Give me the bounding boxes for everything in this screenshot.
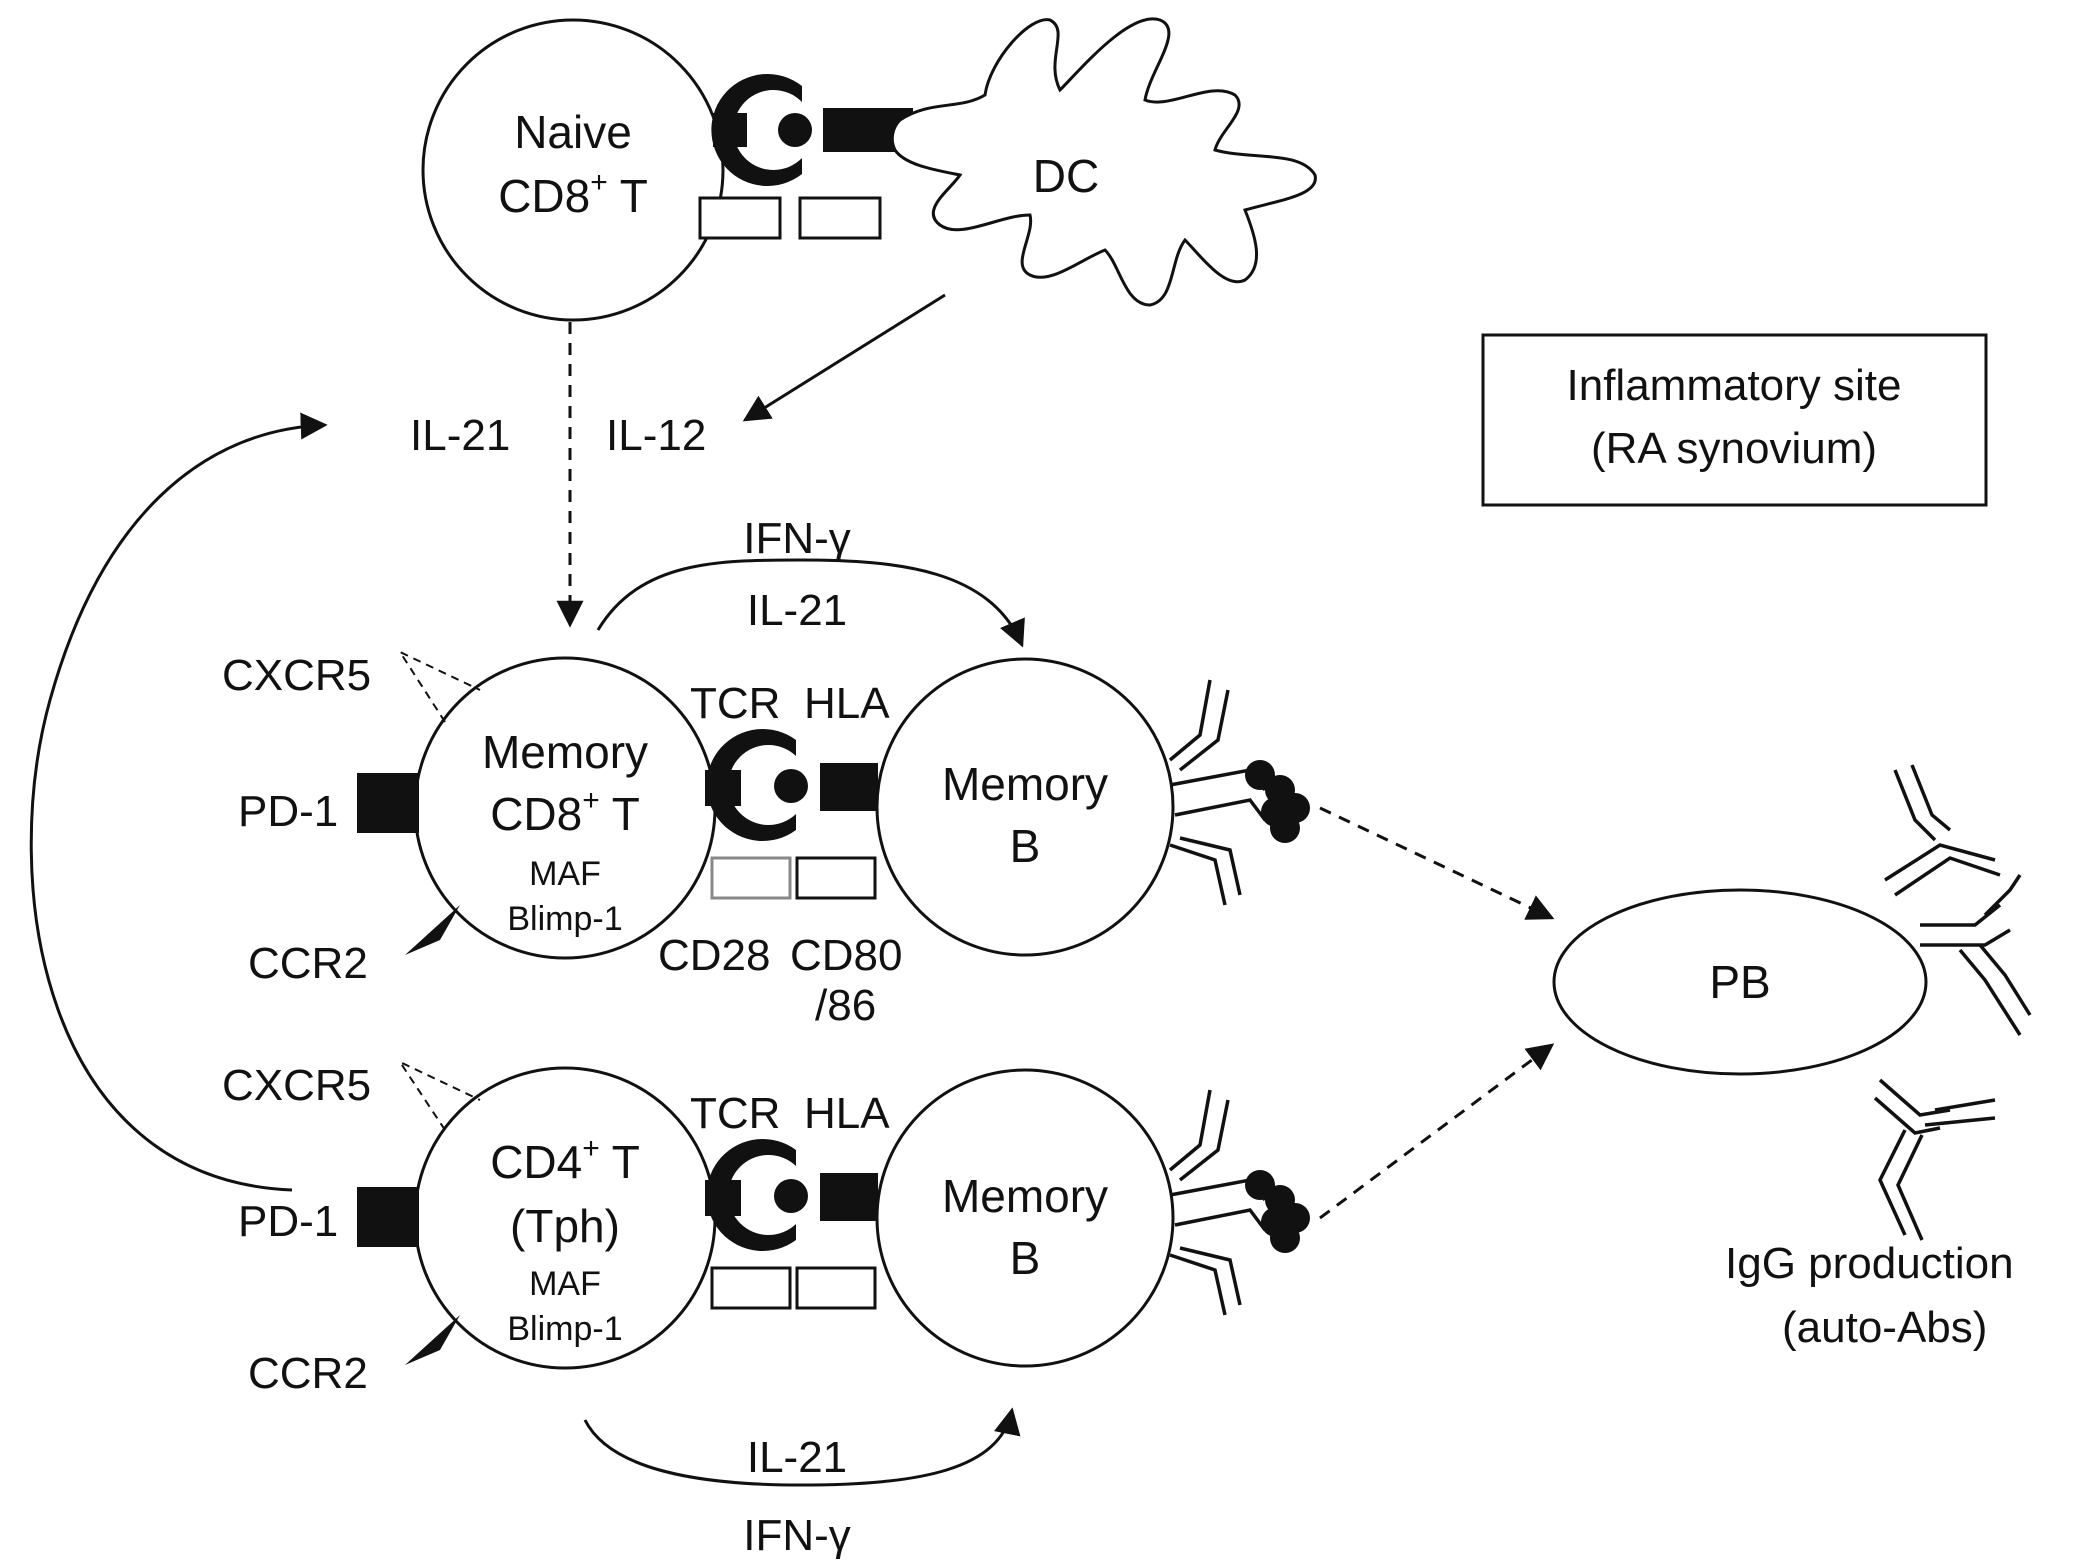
memory-b-bottom-line1: Memory <box>942 1170 1108 1222</box>
memory-cd8-line1: Memory <box>482 726 648 778</box>
ccr2-bottom-label: CCR2 <box>248 1349 368 1398</box>
tcr-bottom-label: TCR <box>690 1089 780 1138</box>
memory-cd8-line2: CD8+ T <box>490 784 640 840</box>
dendritic-cell: DC <box>890 17 1317 307</box>
b-top-to-pb-arrow <box>1319 806 1555 920</box>
hla-top-label: HLA <box>804 679 890 728</box>
pb-label: PB <box>1709 956 1770 1008</box>
naive-cd8-t-cell: Naive CD8+ T <box>421 18 725 322</box>
cd4-tph-cell: CD4+ T (Tph) MAF Blimp-1 <box>413 1066 717 1370</box>
memory-b-cell-bottom: Memory B <box>875 1068 1175 1368</box>
top-cytokine-arc <box>596 558 1025 648</box>
ccr2-top-label: CCR2 <box>248 939 368 988</box>
memory-b-cell-top: Memory B <box>875 657 1175 957</box>
cd4-tph-line2: (Tph) <box>510 1200 620 1252</box>
cd80-top-bar <box>795 856 877 900</box>
memory-cd8-blimp1: Blimp-1 <box>507 900 622 938</box>
tph-feedback-arrow <box>29 412 328 1192</box>
il21-bottom-label: IL-21 <box>747 1433 847 1482</box>
pd1-top-bar <box>357 773 419 833</box>
hla-bottom-label: HLA <box>804 1089 890 1138</box>
cd80-label-line2: /86 <box>815 981 876 1030</box>
cxcr5-top-label: CXCR5 <box>222 651 371 700</box>
b-bottom-to-pb-arrow <box>1319 1043 1555 1220</box>
cxcr5-bottom-marker <box>397 1059 481 1131</box>
bcr-antigen-bottom <box>1168 1089 1310 1316</box>
naive-t-label-line1: Naive <box>514 106 632 158</box>
site-label-line2: (RA synovium) <box>1591 424 1877 473</box>
tcr-top-label: TCR <box>690 679 780 728</box>
bcr-antigen-top <box>1168 679 1310 906</box>
il21-mid-label: IL-21 <box>747 586 847 635</box>
cd28-label: CD28 <box>658 931 771 980</box>
memory-b-top-line1: Memory <box>942 758 1108 810</box>
cd4-tph-line1: CD4+ T <box>490 1132 640 1188</box>
memory-cd8-t-cell: Memory CD8+ T MAF Blimp-1 <box>413 656 717 960</box>
memory-cd8-maf: MAF <box>529 855 601 893</box>
cd28-bottom-bar <box>710 1266 792 1310</box>
output-label-line1: IgG production <box>1725 1239 2014 1288</box>
tcr-hla-synapse-top <box>705 729 878 842</box>
cd4-tph-blimp1: Blimp-1 <box>507 1310 622 1348</box>
ifng-top-label: IFN-γ <box>743 514 851 563</box>
pd1-bottom-bar <box>357 1187 419 1247</box>
dc-il12-arrow <box>742 293 946 422</box>
pd1-bottom-label: PD-1 <box>238 1197 338 1246</box>
naive-tcr-receptor <box>711 74 812 186</box>
memory-b-bottom-line2: B <box>1010 1232 1041 1284</box>
plasmablast-cell: PB <box>1552 888 1928 1076</box>
cxcr5-top-marker <box>397 649 481 723</box>
bottom-cytokine-arc <box>583 1407 1021 1487</box>
dc-label: DC <box>1033 150 1099 202</box>
inflammatory-site-box: Inflammatory site (RA synovium) <box>1481 333 1988 507</box>
secreted-antibodies <box>1873 764 2032 1241</box>
naive-cd28-bar <box>698 196 782 240</box>
cd80-bottom-bar <box>795 1266 877 1310</box>
ccr2-bottom-triangle <box>405 1315 460 1365</box>
il12-label: IL-12 <box>606 411 706 460</box>
cd80-label-line1: CD80 <box>790 931 903 980</box>
ccr2-top-triangle <box>405 905 460 955</box>
cxcr5-bottom-label: CXCR5 <box>222 1061 371 1110</box>
il21-top-label: IL-21 <box>410 411 510 460</box>
tcr-hla-synapse-bottom <box>705 1139 878 1252</box>
naive-t-label-line2: CD8+ T <box>498 166 648 222</box>
ifng-bottom-label: IFN-γ <box>743 1511 851 1560</box>
dc-cd80-bar <box>798 196 882 240</box>
pd1-top-label: PD-1 <box>238 787 338 836</box>
cd28-top-bar <box>710 856 792 900</box>
output-label-line2: (auto-Abs) <box>1782 1303 1987 1352</box>
site-label-line1: Inflammatory site <box>1567 361 1902 410</box>
memory-b-top-line2: B <box>1010 820 1041 872</box>
cd4-tph-maf: MAF <box>529 1265 601 1303</box>
